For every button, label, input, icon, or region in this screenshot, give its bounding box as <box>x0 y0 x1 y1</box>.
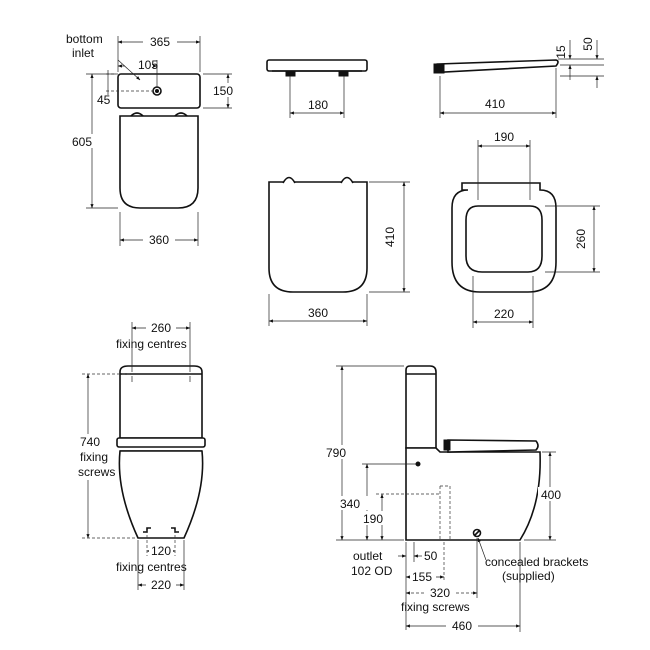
dim-105: 105 <box>138 58 158 72</box>
top-plan-view: 365 105 bottom inlet 45 150 605 360 <box>66 32 238 247</box>
seat-ring-view: 190 260 220 <box>451 129 600 328</box>
lid-outline <box>268 181 368 293</box>
dim-50-outlet: 50 <box>424 549 438 563</box>
hinge-right <box>174 112 188 117</box>
dim-410-side: 410 <box>485 97 505 111</box>
dim-190-side: 190 <box>363 512 383 526</box>
dim-50: 50 <box>581 37 595 51</box>
ring-inner <box>465 205 543 273</box>
label-screws: screws <box>78 465 115 479</box>
seat-plan-view: 410 360 <box>268 176 410 326</box>
dim-120: 120 <box>151 544 171 558</box>
label-bottom: bottom <box>66 32 103 46</box>
label-inlet: inlet <box>72 46 95 60</box>
label-fixing-centres-bottom: fixing centres <box>116 560 187 574</box>
ring-outer <box>451 182 557 293</box>
dim-260-front: 260 <box>151 321 171 335</box>
dim-400: 400 <box>541 488 561 502</box>
dim-790: 790 <box>326 446 346 460</box>
dim-365: 365 <box>150 35 170 49</box>
pan-side <box>405 447 541 541</box>
cistern-front <box>119 365 203 439</box>
dim-155: 155 <box>412 570 432 584</box>
label-fixing: fixing <box>80 450 108 464</box>
dim-320: 320 <box>430 586 450 600</box>
dim-220-front: 220 <box>151 578 171 592</box>
label-102-od: 102 OD <box>351 564 393 578</box>
lid-hinge-left <box>282 176 296 184</box>
dim-410-plan: 410 <box>383 227 397 247</box>
cistern-side <box>405 365 437 449</box>
label-supplied: (supplied) <box>502 569 555 583</box>
seat-side-outline <box>436 59 559 73</box>
seat-side <box>447 439 539 453</box>
dim-150: 150 <box>213 84 233 98</box>
label-fixing-screws: fixing screws <box>401 600 470 614</box>
dim-45: 45 <box>97 93 111 107</box>
dim-360-seat: 360 <box>308 306 328 320</box>
seat-side-view: 410 15 50 <box>433 37 604 118</box>
dim-740: 740 <box>80 435 100 449</box>
dim-260: 260 <box>574 229 588 249</box>
seat-front-outline <box>266 59 368 72</box>
pan-front <box>118 450 204 539</box>
side-elevation-view: 790 400 340 190 50 outlet 102 OD <box>326 365 588 633</box>
dim-190-seat: 190 <box>494 130 514 144</box>
dim-15: 15 <box>554 45 568 59</box>
front-elevation-view: 260 fixing centres 740 fixing screws 120… <box>76 320 206 592</box>
dim-605: 605 <box>72 135 92 149</box>
pan-outline <box>119 115 199 209</box>
seat-front-band <box>116 437 206 448</box>
label-outlet: outlet <box>353 549 383 563</box>
dim-460: 460 <box>452 619 472 633</box>
label-concealed-brackets: concealed brackets <box>485 555 588 569</box>
hinge-left <box>130 112 144 117</box>
dim-220-seat: 220 <box>494 307 514 321</box>
dim-360-plan: 360 <box>149 233 169 247</box>
lid-hinge-right <box>340 176 354 184</box>
label-fixing-centres-top: fixing centres <box>116 337 187 351</box>
seat-front-view: 180 <box>266 59 368 118</box>
dim-180: 180 <box>308 98 328 112</box>
dim-340: 340 <box>340 497 360 511</box>
